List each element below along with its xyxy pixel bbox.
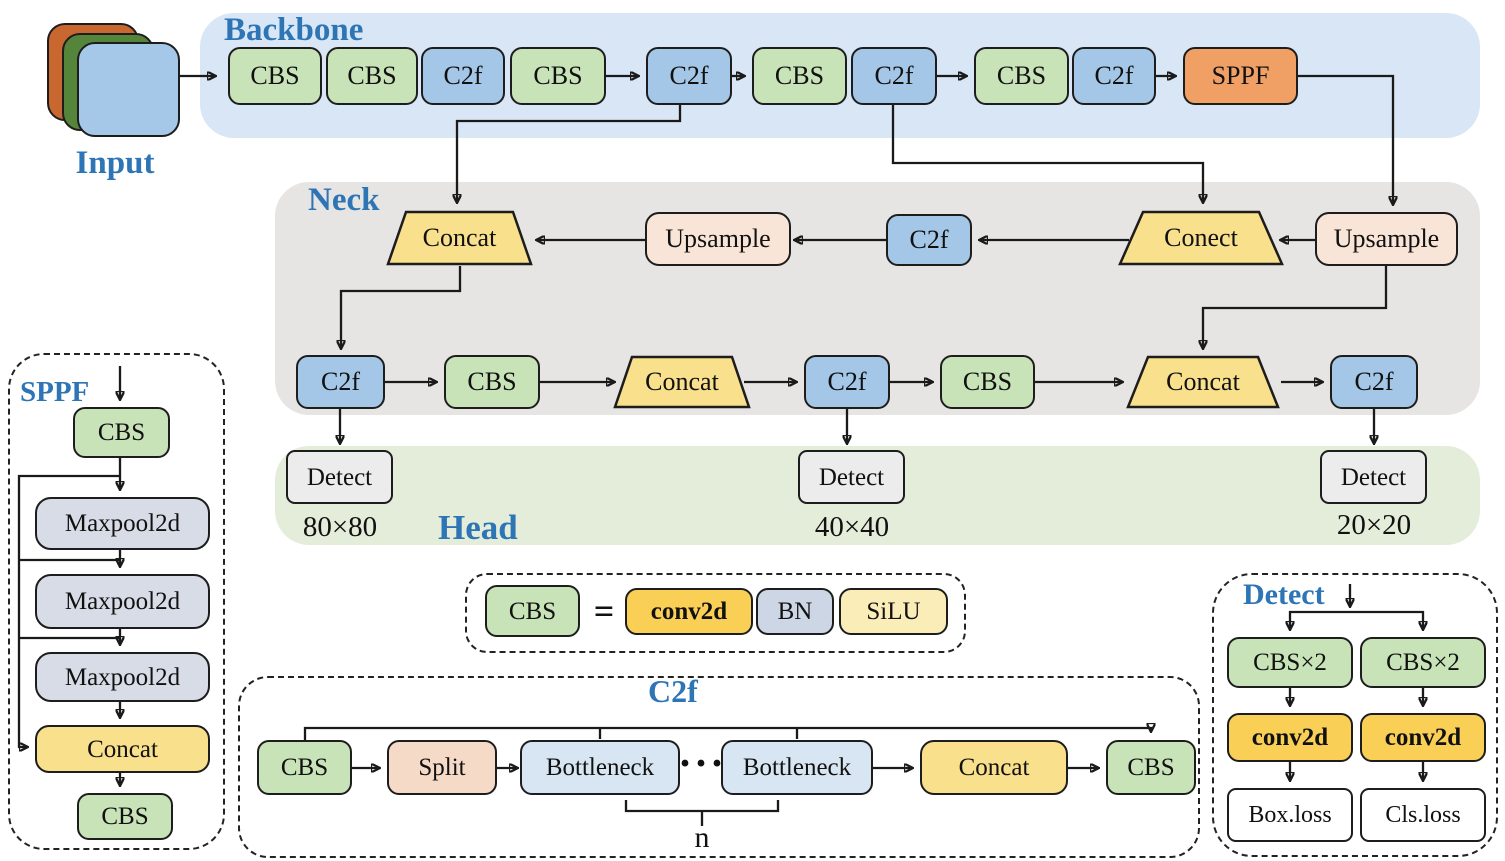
legend-silu: SiLU [839,588,948,635]
backbone-cbs-5: CBS [974,47,1069,105]
neck-row1-c2f: C2f [886,214,972,266]
backbone-cbs-4: CBS [752,47,847,105]
neck-row2-c2f-1: C2f [296,355,385,409]
backbone-cbs-1: CBS [228,47,322,105]
c2f-detail-box [238,676,1200,858]
backbone-c2f-1: C2f [421,47,505,105]
head-size-40: 40×40 [814,510,890,543]
c2f-cbs-in: CBS [257,740,352,795]
legend-equals: = [593,591,615,631]
detect-cls-loss: Cls.loss [1360,788,1486,842]
detect-detail-box [1212,573,1498,857]
sppf-detail-title: SPPF [20,376,90,408]
backbone-cbs-2: CBS [326,47,418,105]
c2f-ellipsis: ··· [677,740,727,787]
neck-upsample-2: Upsample [1315,212,1458,266]
legend-bn: BN [756,588,834,635]
sppf-detail-box [8,353,225,850]
detect-conv2d-left: conv2d [1227,713,1353,762]
c2f-split: Split [387,740,497,795]
neck-concat-trapezoid-2: Concat [612,355,752,409]
head-detect-3: Detect [1320,450,1427,504]
sppf-cbs-top: CBS [73,407,170,458]
legend-cbs: CBS [485,585,580,637]
backbone-c2f-3: C2f [851,47,937,105]
sppf-concat: Concat [35,725,210,773]
neck-row2-cbs-1: CBS [444,355,540,409]
neck-concat-trapezoid-3: Concat [1125,355,1281,409]
backbone-c2f-4: C2f [1072,47,1156,105]
c2f-repeat-n: n [694,821,710,854]
backbone-title: Backbone [224,12,364,48]
input-image-layer-blue [77,42,180,137]
head-size-20: 20×20 [1336,508,1412,541]
head-detect-2: Detect [798,450,905,504]
c2f-bottleneck-2: Bottleneck [721,740,873,795]
detect-cbs2-left: CBS×2 [1227,637,1353,688]
detect-conv2d-right: conv2d [1360,713,1486,762]
neck-concat-trapezoid-1: Concat [385,210,534,266]
legend-conv2d: conv2d [625,588,753,635]
backbone-c2f-2: C2f [646,47,732,105]
sppf-maxpool-1: Maxpool2d [35,497,210,550]
c2f-cbs-out: CBS [1106,740,1196,795]
cbs-legend-box [465,573,966,653]
detect-box-loss: Box.loss [1227,788,1353,842]
c2f-concat: Concat [920,740,1068,795]
sppf-cbs-bottom: CBS [77,793,173,840]
neck-row2-c2f-2: C2f [804,355,890,409]
neck-row2-c2f-3: C2f [1330,355,1418,409]
c2f-detail-title: C2f [648,673,698,709]
neck-title: Neck [308,182,380,218]
sppf-maxpool-3: Maxpool2d [35,652,210,702]
c2f-bottleneck-1: Bottleneck [520,740,680,795]
backbone-sppf: SPPF [1183,47,1298,105]
neck-row2-cbs-2: CBS [940,355,1035,409]
backbone-cbs-3: CBS [510,47,606,105]
neck-upsample-1: Upsample [645,212,791,266]
input-label: Input [75,144,155,181]
head-size-80: 80×80 [302,510,378,543]
sppf-maxpool-2: Maxpool2d [35,574,210,629]
neck-conect-trapezoid: Conect [1117,210,1285,266]
detect-detail-title: Detect [1243,578,1325,611]
head-detect-1: Detect [286,450,393,504]
detect-cbs2-right: CBS×2 [1360,637,1486,688]
head-title: Head [438,508,518,547]
